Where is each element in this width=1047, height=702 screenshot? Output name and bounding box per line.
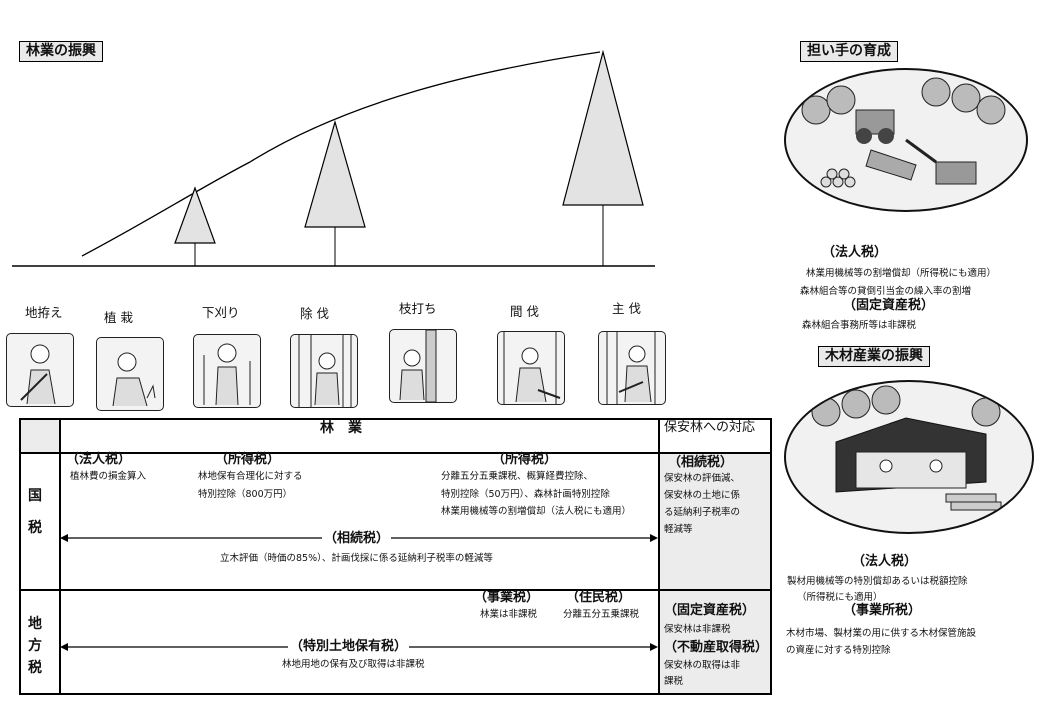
stage-label-4: 除 伐: [300, 306, 329, 321]
protection-inheritance-tax-text4: 軽減等: [664, 524, 693, 535]
right-corporate-tax-1-text2: 森林組合等の貸倒引当金の繰入率の割増: [800, 286, 972, 297]
right-corporate-tax-1-text1: 林業用機械等の割増償却（所得税にも適用）: [806, 268, 997, 279]
growth-diagram: [12, 49, 655, 267]
worker-illustration-7: [598, 331, 666, 405]
national-corporate-tax-text: 植林費の損金算入: [70, 471, 147, 482]
protection-fixed-asset-tax-text: 保安林は非課税: [664, 624, 731, 635]
worker-illustration-6: [497, 331, 565, 405]
national-inheritance-tax-title: （相続税）: [322, 531, 392, 546]
growth-curve: [81, 51, 601, 257]
right-fixed-asset-tax-title: （固定資産税）: [843, 298, 935, 313]
stage-label-2: 植 栽: [104, 310, 133, 325]
worker-illustration-3: [193, 334, 261, 408]
national-income-tax-2-title: （所得税）: [492, 452, 558, 467]
protect-national-cell: [660, 453, 770, 590]
right-office-tax-text2: の資産に対する特別控除: [786, 645, 891, 656]
column-header-forestry: 林 業: [320, 420, 362, 436]
protection-inheritance-tax-title: （相続税）: [668, 455, 734, 470]
stage-label-3: 下刈り: [202, 305, 240, 320]
protection-fixed-asset-tax-title: （固定資産税）: [664, 603, 756, 618]
protection-acquisition-tax-text1: 保安林の取得は非: [664, 660, 741, 671]
protection-acquisition-tax-text2: 課税: [664, 676, 684, 687]
worker-illustration-5: [389, 329, 457, 403]
local-resident-tax-title: （住民税）: [566, 590, 632, 605]
protection-inheritance-tax-text3: る延納利子税率の: [664, 507, 741, 518]
local-business-tax-title: （事業税）: [474, 590, 540, 605]
tree-large: [562, 49, 644, 206]
worker-illustration-2: [96, 337, 164, 411]
local-resident-tax-text: 分離五分五乗課税: [563, 609, 640, 620]
stage-label-5: 枝打ち: [399, 301, 437, 316]
right-corporate-tax-2-title: （法人税）: [852, 554, 918, 569]
right-corporate-tax-2-text1: 製材用機械等の特別償却あるいは税額控除: [787, 576, 968, 587]
right-office-tax-text1: 木材市場、製材業の用に供する木材保管施設: [786, 628, 977, 639]
section-title-workforce: 担い手の育成: [800, 41, 898, 62]
stage-label-6: 間 伐: [510, 304, 539, 319]
protect-local-cell: [660, 591, 770, 693]
worker-illustration-1: [6, 333, 74, 407]
stage-label-7: 主 伐: [612, 301, 641, 316]
section-title-timber-industry: 木材産業の振興: [818, 346, 930, 367]
national-income-tax-2-text3: 林業用機械等の割増償却（法人税にも適用）: [441, 506, 632, 517]
row-header-national-tax: 国 税: [28, 488, 42, 536]
stage-label-1: 地拵え: [25, 305, 63, 320]
national-income-tax-1-text1: 林地保有合理化に対する: [198, 471, 303, 482]
workforce-illustration: [784, 68, 1028, 212]
section-title-forestry: 林業の振興: [19, 41, 103, 62]
national-income-tax-2-text1: 分離五分五乗課税、概算経費控除、: [441, 471, 594, 482]
table-corner-cell: [21, 420, 59, 453]
right-fixed-asset-tax-text: 森林組合事務所等は非課税: [802, 320, 917, 331]
right-office-tax-title: （事業所税）: [843, 603, 922, 618]
worker-illustration-4: [290, 334, 358, 408]
national-income-tax-1-text2: 特別控除（800万円）: [198, 489, 293, 500]
tree-medium: [304, 119, 366, 228]
local-business-tax-text: 林業は非課税: [480, 609, 538, 620]
tree-small: [174, 186, 216, 244]
local-special-land-tax-text: 林地用地の保有及び取得は非課税: [282, 659, 425, 670]
national-income-tax-2-text2: 特別控除（50万円）、森林計画特別控除: [441, 489, 610, 500]
national-inheritance-tax-text: 立木評価（時価の85%）、計画伐採に係る延納利子税率の軽減等: [220, 553, 493, 564]
row-header-local-tax: 地 方 税: [28, 616, 42, 676]
national-income-tax-1-title: （所得税）: [215, 452, 281, 467]
local-special-land-tax-title: （特別土地保有税）: [288, 639, 410, 654]
protection-acquisition-tax-title: （不動産取得税）: [664, 640, 769, 655]
right-corporate-tax-1-title: （法人税）: [822, 245, 888, 260]
column-header-protection-forest: 保安林への対応: [664, 420, 756, 435]
tax-table: [19, 418, 772, 695]
national-corporate-tax-title: （法人税）: [66, 452, 132, 467]
timber-industry-illustration: [784, 380, 1034, 534]
protection-inheritance-tax-text1: 保安林の評価減、: [664, 473, 741, 484]
protection-inheritance-tax-text2: 保安林の土地に係: [664, 490, 741, 501]
right-corporate-tax-2-text2: （所得税にも適用）: [797, 592, 883, 603]
